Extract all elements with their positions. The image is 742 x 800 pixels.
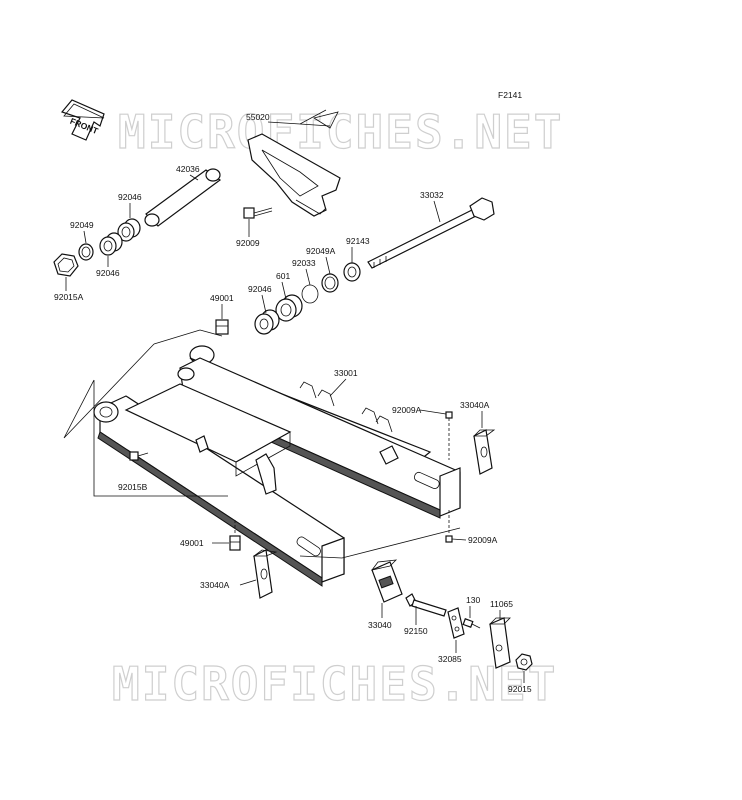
- plate-33040a-left: [252, 549, 278, 599]
- label-92009: 92009: [236, 238, 260, 248]
- label-49001-top: 49001: [210, 293, 234, 303]
- label-92046-a: 92046: [118, 192, 142, 202]
- label-601: 601: [276, 271, 290, 281]
- label-130: 130: [466, 595, 480, 605]
- chain-guide-55020: [247, 133, 341, 217]
- figure-code: F2141: [498, 90, 522, 100]
- label-92015: 92015: [508, 684, 532, 694]
- pivot-shaft-33032: [367, 197, 495, 269]
- label-33040a-left: 33040A: [200, 580, 230, 590]
- label-92009a-bottom: 92009A: [468, 535, 498, 545]
- label-92150: 92150: [404, 626, 428, 636]
- bearing-92046-lower: [99, 232, 123, 256]
- adjuster-33040: [371, 559, 403, 603]
- label-11065: 11065: [490, 599, 513, 609]
- swing-arm-33001: [93, 345, 461, 587]
- label-55020: 55020: [246, 112, 270, 122]
- grease-nipple-49001-top: [215, 319, 229, 335]
- front-arrow-icon: FRONT: [60, 99, 105, 141]
- label-92015a: 92015A: [54, 292, 84, 302]
- watermark-bottom: MICROFICHES.NET: [112, 657, 557, 711]
- watermark-top: MICROFICHES.NET: [118, 105, 563, 159]
- label-92143: 92143: [346, 236, 370, 246]
- seal-92049: [78, 243, 94, 261]
- grease-nipple-49001-bottom: [229, 535, 241, 551]
- plate-32085: [447, 607, 465, 639]
- label-42036: 42036: [176, 164, 200, 174]
- bearing-601: [275, 294, 303, 322]
- label-33032: 33032: [420, 190, 444, 200]
- bearing-92046-upper: [117, 218, 141, 242]
- nut-92015: [515, 653, 533, 671]
- label-92046-c: 92046: [248, 284, 272, 294]
- label-49001-bottom: 49001: [180, 538, 204, 548]
- label-92046-b: 92046: [96, 268, 120, 278]
- screw-130: [462, 618, 481, 629]
- collar-92143: [343, 262, 361, 282]
- label-92033: 92033: [292, 258, 316, 268]
- label-92015b: 92015B: [118, 482, 148, 492]
- bolt-92150: [405, 593, 447, 617]
- seal-92049a: [321, 273, 339, 293]
- bolt-92009a-bottom: [445, 535, 453, 543]
- label-33040a-right: 33040A: [460, 400, 490, 410]
- plate-33040a-right: [473, 429, 496, 475]
- label-92049: 92049: [70, 220, 94, 230]
- bearing-92046-pivot: [254, 309, 280, 335]
- label-92009a-top: 92009A: [392, 405, 422, 415]
- bracket-11065: [489, 617, 511, 669]
- label-32085: 32085: [438, 654, 462, 664]
- leader-55020: [267, 109, 331, 127]
- bolt-92009a-top: [445, 411, 453, 419]
- circlip-92033: [301, 284, 319, 304]
- nut-92015a: [53, 253, 79, 277]
- label-33040: 33040: [368, 620, 392, 630]
- sleeve-42036: [144, 168, 222, 227]
- bolt-92015b: [129, 451, 149, 461]
- bolt-92009: [243, 207, 273, 219]
- label-92049a: 92049A: [306, 246, 336, 256]
- label-33001: 33001: [334, 368, 358, 378]
